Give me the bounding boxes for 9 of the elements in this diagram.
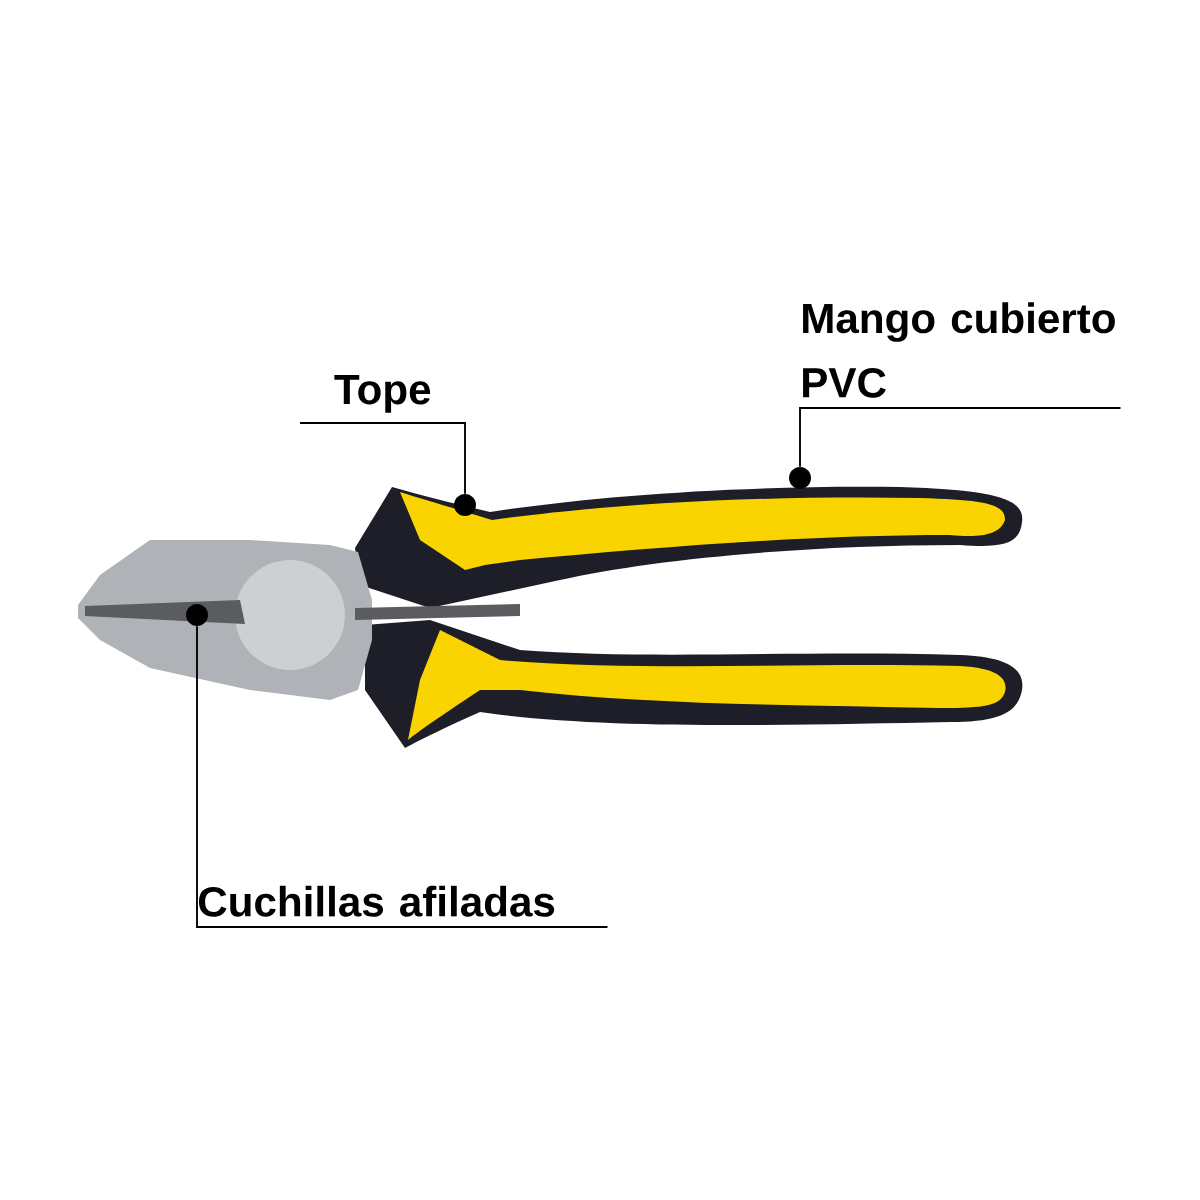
part-label: Cuchillas afiladas xyxy=(198,885,555,917)
leader-line xyxy=(799,407,1122,468)
part-label: Tope xyxy=(334,375,431,413)
part-label: Mango cubierto PVC xyxy=(803,302,1115,398)
leader-line xyxy=(299,422,466,495)
leader-dot xyxy=(454,494,476,516)
leader-line xyxy=(196,625,609,928)
leader-dot xyxy=(789,467,811,489)
leader-dot xyxy=(186,604,208,626)
